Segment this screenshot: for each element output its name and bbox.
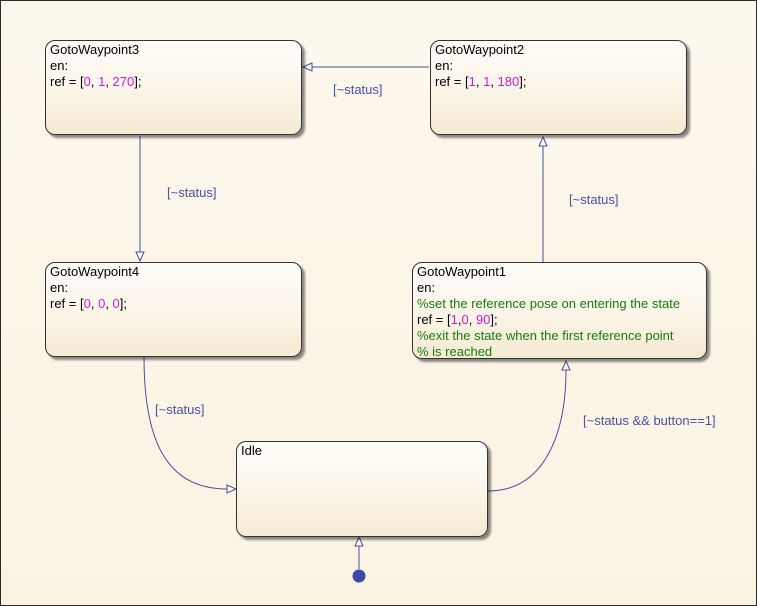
ref-theta: 180 bbox=[497, 74, 520, 89]
comment-line: %exit the state when the first reference… bbox=[417, 328, 674, 343]
ref-assignment: ref = [1, 1, 180]; bbox=[435, 74, 527, 89]
ref-theta: 270 bbox=[112, 74, 135, 89]
arrowhead-default bbox=[354, 535, 364, 547]
state-idle[interactable]: Idle bbox=[236, 441, 488, 537]
state-gotowaypoint1[interactable]: GotoWaypoint1 en: %set the reference pos… bbox=[412, 262, 707, 359]
entry-label: en: bbox=[50, 58, 69, 73]
ref-y: 1 bbox=[483, 74, 491, 89]
entry-label: en: bbox=[417, 280, 436, 295]
transition-idle-to-1[interactable] bbox=[487, 369, 567, 492]
comment-line: %set the reference pose on entering the … bbox=[417, 296, 681, 311]
transition-4-to-idle[interactable] bbox=[143, 356, 228, 490]
ref-theta: 0 bbox=[112, 296, 120, 311]
default-transition-dot[interactable] bbox=[352, 569, 366, 583]
ref-y: 0 bbox=[98, 296, 106, 311]
entry-label: en: bbox=[435, 58, 454, 73]
state-name: GotoWaypoint3 bbox=[50, 42, 140, 57]
state-name: GotoWaypoint2 bbox=[435, 42, 525, 57]
guard-3-to-4[interactable]: [~status] bbox=[167, 185, 217, 200]
ref-assignment: ref = [0, 1, 270]; bbox=[50, 74, 142, 89]
arrowhead-4-to-idle bbox=[226, 484, 238, 494]
ref-theta: 90 bbox=[475, 312, 491, 327]
state-gotowaypoint4[interactable]: GotoWaypoint4 en: ref = [0, 0, 0]; bbox=[45, 262, 302, 357]
ref-y: 0 bbox=[461, 312, 469, 327]
ref-x: 1 bbox=[450, 312, 458, 327]
ref-y: 1 bbox=[98, 74, 106, 89]
ref-x: 1 bbox=[468, 74, 476, 89]
arrowhead-3-to-4 bbox=[135, 251, 145, 263]
ref-x: 0 bbox=[83, 296, 91, 311]
ref-assignment: ref = [0, 0, 0]; bbox=[50, 296, 128, 311]
arrowhead-idle-to-1 bbox=[561, 359, 571, 371]
guard-1-to-2[interactable]: [~status] bbox=[569, 192, 619, 207]
state-name: GotoWaypoint1 bbox=[417, 264, 507, 279]
arrowhead-1-to-2 bbox=[538, 135, 548, 147]
entry-label: en: bbox=[50, 280, 69, 295]
arrowhead-2-to-3 bbox=[301, 62, 313, 72]
ref-x: 0 bbox=[83, 74, 91, 89]
state-gotowaypoint3[interactable]: GotoWaypoint3 en: ref = [0, 1, 270]; bbox=[45, 40, 302, 135]
ref-assignment: ref = [1,0, 90]; bbox=[417, 312, 498, 327]
comment-line: % is reached bbox=[417, 344, 493, 359]
guard-4-to-idle[interactable]: [~status] bbox=[155, 402, 205, 417]
guard-2-to-3[interactable]: [~status] bbox=[333, 82, 383, 97]
state-name: GotoWaypoint4 bbox=[50, 264, 140, 279]
state-name: Idle bbox=[241, 443, 262, 458]
state-gotowaypoint2[interactable]: GotoWaypoint2 en: ref = [1, 1, 180]; bbox=[430, 40, 687, 135]
guard-idle-to-1[interactable]: [~status && button==1] bbox=[583, 413, 716, 428]
